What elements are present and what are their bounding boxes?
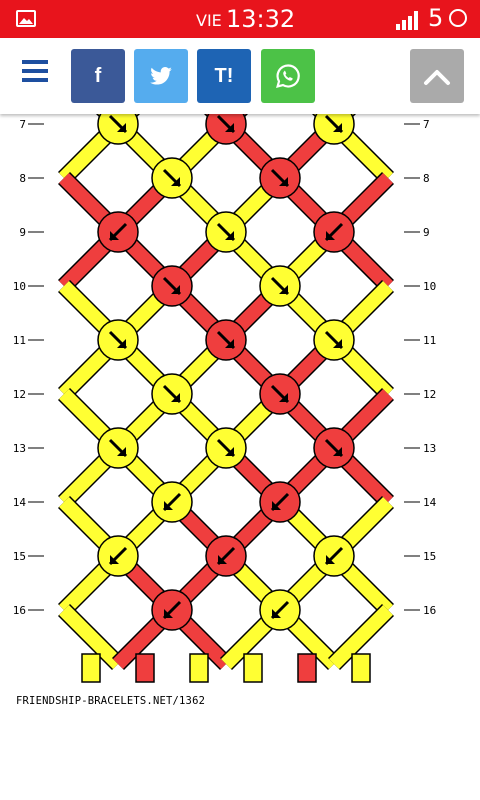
strand-end	[81, 653, 101, 683]
signal-strength-icon	[396, 11, 418, 30]
knot-arrowhead	[272, 501, 281, 510]
row-label-left: 8	[19, 172, 26, 185]
knot-arrowhead	[333, 447, 342, 456]
knot-arrowhead	[279, 285, 288, 294]
knot-arrowhead	[279, 393, 288, 402]
tuenti-share-button[interactable]: T!	[197, 49, 251, 103]
row-label-left: 16	[13, 604, 26, 617]
tuenti-icon: T!	[214, 64, 234, 87]
knot	[97, 112, 139, 145]
knot-arrowhead	[326, 555, 335, 564]
knot-arrowhead	[117, 447, 126, 456]
row-label-right: 8	[423, 172, 430, 185]
row-label-left: 13	[13, 442, 26, 455]
row-label-right: 9	[423, 226, 430, 239]
strand-end	[189, 653, 209, 683]
twitter-share-button[interactable]	[134, 49, 188, 103]
knot-arrowhead	[326, 231, 335, 240]
facebook-icon: f	[94, 64, 102, 87]
row-label-right: 7	[423, 118, 430, 131]
strand-segment	[59, 605, 123, 669]
knot-arrowhead	[279, 177, 288, 186]
record-indicator-icon	[449, 9, 467, 27]
row-label-right: 15	[423, 550, 436, 563]
row-label-right: 11	[423, 334, 436, 347]
knot-arrowhead	[171, 177, 180, 186]
knot-arrowhead	[110, 555, 119, 564]
knot-arrowhead	[171, 393, 180, 402]
knot-arrowhead	[225, 231, 234, 240]
strand-end	[297, 653, 317, 683]
strand-end	[135, 653, 155, 683]
facebook-share-button[interactable]: f	[71, 49, 125, 103]
strand-end	[351, 653, 371, 683]
strand-end	[243, 653, 263, 683]
app-toolbar: f T!	[0, 38, 480, 114]
row-label-right: 16	[423, 604, 436, 617]
knot-arrowhead	[225, 447, 234, 456]
row-label-left: 7	[19, 118, 26, 131]
knot-arrowhead	[272, 609, 281, 618]
row-label-left: 11	[13, 334, 26, 347]
whatsapp-icon	[276, 64, 300, 89]
row-label-left: 14	[13, 496, 27, 509]
bracelet-pattern-diagram: 7788991010111112121313141415151616ABAABA	[13, 112, 437, 683]
knot-arrowhead	[171, 285, 180, 294]
row-label-right: 12	[423, 388, 436, 401]
knot-arrowhead	[225, 123, 234, 132]
knot	[205, 112, 247, 145]
row-label-right: 10	[423, 280, 436, 293]
knot-arrowhead	[218, 555, 227, 564]
knot-arrowhead	[225, 339, 234, 348]
knot-arrowhead	[333, 339, 342, 348]
knot-arrowhead	[110, 231, 119, 240]
row-label-left: 12	[13, 388, 26, 401]
knot-arrowhead	[164, 609, 173, 618]
knot-arrowhead	[117, 339, 126, 348]
row-label-right: 13	[423, 442, 436, 455]
status-bar: VIE 13:32 5	[0, 0, 480, 38]
row-label-right: 14	[423, 496, 437, 509]
row-label-left: 9	[19, 226, 26, 239]
knot-arrowhead	[333, 123, 342, 132]
knot-arrowhead	[117, 123, 126, 132]
row-label-left: 10	[13, 280, 26, 293]
status-day: VIE	[196, 11, 222, 30]
whatsapp-share-button[interactable]	[261, 49, 315, 103]
pattern-source-caption: FRIENDSHIP-BRACELETS.NET/1362	[16, 695, 206, 707]
network-label: 5	[428, 4, 444, 32]
status-time: 13:32	[226, 5, 296, 33]
strand-segment	[329, 605, 393, 669]
row-label-left: 15	[13, 550, 26, 563]
gallery-notification-icon	[16, 10, 36, 27]
knot	[313, 112, 355, 145]
hamburger-menu-icon[interactable]	[22, 60, 48, 86]
knot-arrowhead	[164, 501, 173, 510]
chevron-up-icon	[424, 70, 450, 85]
scroll-to-top-button[interactable]	[410, 49, 464, 103]
twitter-bird-icon	[150, 67, 172, 85]
